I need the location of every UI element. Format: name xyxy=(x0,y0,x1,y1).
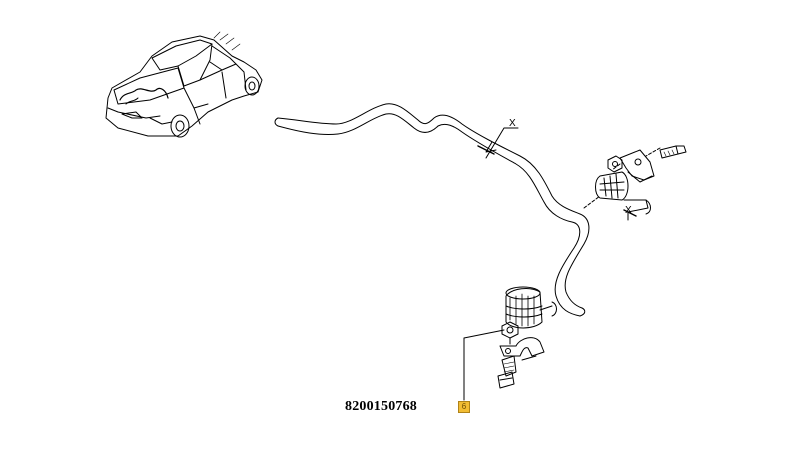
section-mark-lower xyxy=(623,199,651,221)
dimension-label-lower: X xyxy=(625,205,632,216)
car-icon xyxy=(105,31,263,138)
section-mark-upper xyxy=(477,127,519,159)
part-number-label: 8200150768 xyxy=(345,399,417,414)
bushing xyxy=(595,171,629,201)
callout-badge[interactable]: 6 xyxy=(458,401,470,413)
nut xyxy=(607,155,623,173)
clamp-bracket xyxy=(619,149,655,183)
dimension-label-upper: X xyxy=(509,118,516,129)
bolt xyxy=(659,145,687,159)
anti-roll-bar xyxy=(274,103,590,317)
right-mount-assembly xyxy=(583,145,687,221)
callout-leader xyxy=(463,329,505,401)
clamp-bracket xyxy=(499,337,545,361)
lower-mount-assembly xyxy=(463,286,557,401)
nut xyxy=(501,321,519,345)
bushing xyxy=(505,286,557,329)
bolt xyxy=(497,355,517,389)
